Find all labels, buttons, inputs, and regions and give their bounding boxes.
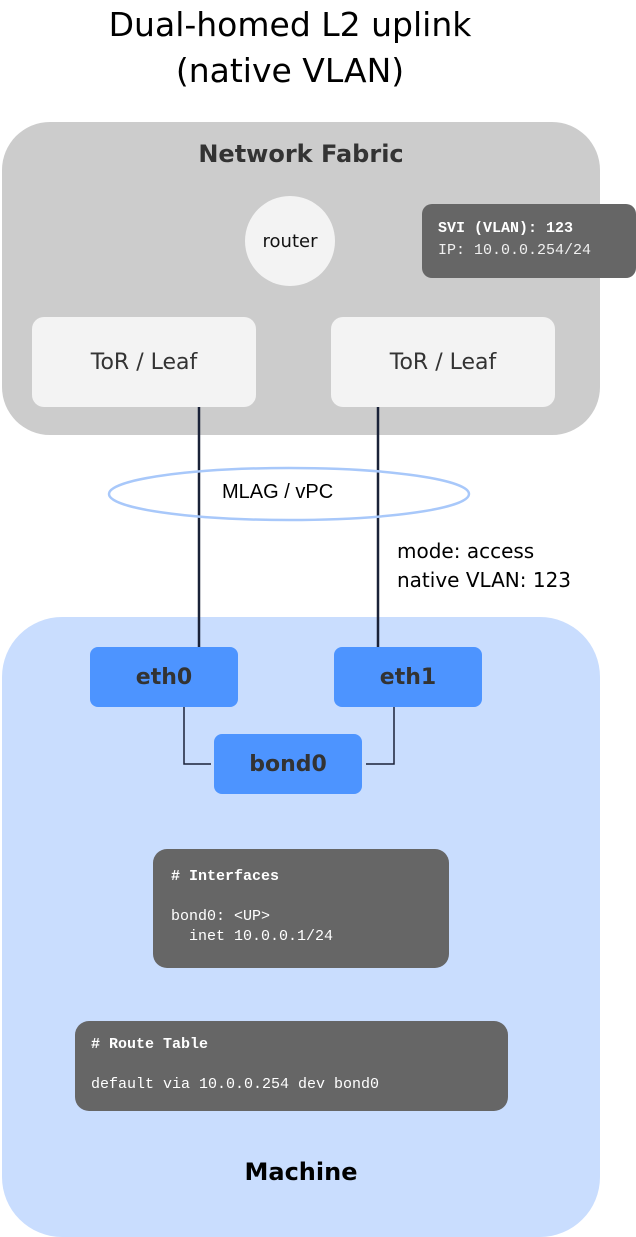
interfaces-line-1: bond0: <UP> — [171, 908, 271, 925]
svi-vlan-line: SVI (VLAN): 123 — [438, 220, 574, 237]
machine-label: Machine — [244, 1158, 358, 1186]
nic-eth1-label: eth1 — [379, 664, 437, 690]
native-vlan-line: native VLAN: 123 — [397, 568, 572, 592]
diagram-title-line1: Dual-homed L2 uplink — [108, 5, 472, 44]
interfaces-code-box: # Interfaces bond0: <UP> inet 10.0.0.1/2… — [153, 849, 449, 968]
route-table-header: # Route Table — [91, 1036, 209, 1053]
diagram-title-line2: (native VLAN) — [175, 51, 405, 90]
nic-eth0-label: eth0 — [135, 664, 193, 690]
mlag-vpc-label: MLAG / vPC — [222, 481, 334, 503]
connection-lines — [107, 407, 471, 765]
port-mode-label: mode: access native VLAN: 123 — [397, 537, 571, 595]
tor-leaf-left: ToR / Leaf — [32, 317, 256, 407]
route-table-code-box: # Route Table default via 10.0.0.254 dev… — [75, 1021, 508, 1111]
tor-leaf-left-label: ToR / Leaf — [90, 349, 198, 375]
nic-eth1: eth1 — [334, 647, 482, 707]
link-eth1-to-bond0 — [366, 707, 395, 765]
router-node: router — [245, 196, 335, 286]
tor-leaf-right-label: ToR / Leaf — [389, 349, 497, 375]
bond-interface-label: bond0 — [249, 751, 327, 777]
route-table-line-1: default via 10.0.0.254 dev bond0 — [91, 1076, 380, 1093]
svi-ip-line: IP: 10.0.0.254/24 — [438, 242, 592, 259]
bond-interface: bond0 — [214, 734, 362, 794]
router-label: router — [262, 230, 318, 252]
link-eth0-to-bond0 — [183, 707, 211, 765]
nic-eth0: eth0 — [90, 647, 238, 707]
mode-access-line: mode: access — [397, 539, 535, 563]
svi-info-box: SVI (VLAN): 123 IP: 10.0.0.254/24 — [422, 204, 636, 278]
mlag-ring — [107, 466, 471, 522]
interfaces-line-2: inet 10.0.0.1/24 — [171, 928, 334, 945]
tor-leaf-right: ToR / Leaf — [331, 317, 555, 407]
network-fabric-label: Network Fabric — [198, 140, 404, 168]
interfaces-header: # Interfaces — [171, 868, 280, 885]
